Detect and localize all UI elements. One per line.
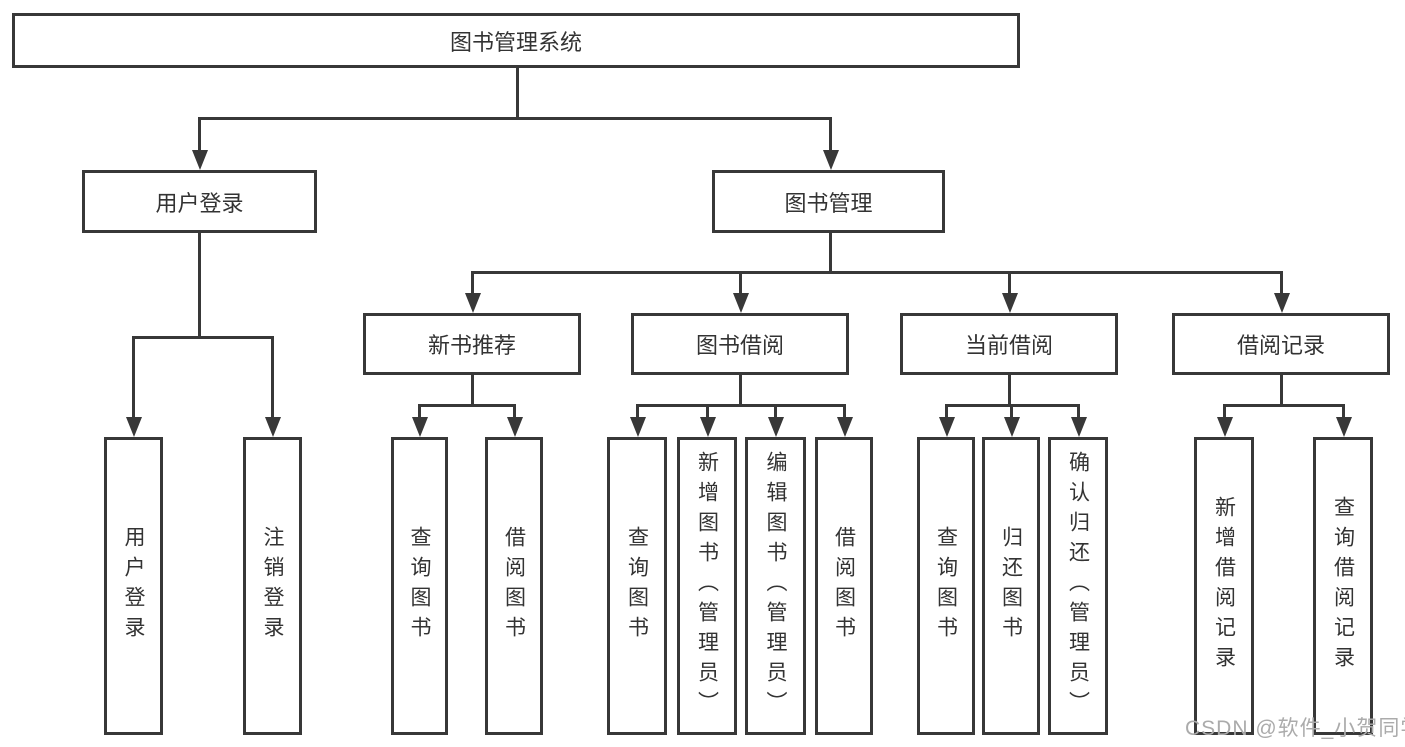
- arrow-to-br-query-record: [1342, 404, 1345, 417]
- node-bb-edit-book-admin: 编辑图书（管理员）: [745, 437, 806, 735]
- arrow-to-user-login-leaf: [132, 336, 135, 417]
- arrow-to-current-borrow: [1008, 271, 1011, 293]
- node-new-book-recommend: 新书推荐: [363, 313, 581, 375]
- node-book-management: 图书管理: [712, 170, 945, 233]
- node-logout: 注销登录: [243, 437, 302, 735]
- node-current-borrow: 当前借阅: [900, 313, 1118, 375]
- arrow-to-nb-borrow-books: [513, 404, 516, 417]
- node-bb-add-book-admin: 新增图书（管理员）: [677, 437, 737, 735]
- node-label: 图书管理: [784, 190, 873, 216]
- node-br-add-record: 新增借阅记录: [1194, 437, 1254, 735]
- node-cb-query-books: 查询图书: [917, 437, 975, 735]
- node-cb-confirm-return-admin: 确认归还（管理员）: [1048, 437, 1108, 735]
- connector-user-login-rail: [132, 336, 274, 339]
- arrow-to-book-management: [829, 117, 832, 150]
- node-label: 当前借阅: [964, 333, 1053, 358]
- node-borrow-records: 借阅记录: [1172, 313, 1390, 375]
- node-bb-borrow-books: 借阅图书: [815, 437, 873, 735]
- arrow-to-bb-borrow-books: [843, 404, 846, 417]
- arrow-to-cb-confirm-return: [1077, 404, 1080, 417]
- node-bb-query-books: 查询图书: [607, 437, 667, 735]
- node-label: 查询图书: [408, 526, 431, 646]
- arrow-to-user-login: [198, 117, 201, 150]
- connector-borrow-records-stub: [1280, 375, 1283, 406]
- node-label: 查询借阅记录: [1331, 496, 1355, 676]
- connector-new-book-recommend-rail: [418, 404, 516, 407]
- node-label: 新增借阅记录: [1212, 496, 1236, 676]
- connector-user-login-stub: [198, 233, 201, 338]
- node-user-login: 用户登录: [82, 170, 317, 233]
- node-br-query-record: 查询借阅记录: [1313, 437, 1373, 735]
- arrow-to-bb-query-books: [636, 404, 639, 417]
- node-label: 归还图书: [999, 526, 1023, 646]
- node-book-borrow: 图书借阅: [631, 313, 849, 375]
- connector-book-borrow-stub: [739, 375, 742, 406]
- node-label: 图书管理系统: [449, 29, 582, 55]
- node-label: 新增图书（管理员）: [695, 451, 719, 721]
- connector-book-management-stub: [829, 233, 832, 273]
- arrow-to-cb-query-books: [945, 404, 948, 417]
- connector-new-book-recommend-stub: [471, 375, 474, 406]
- connector-root-stub: [516, 68, 519, 120]
- node-nb-query-books: 查询图书: [391, 437, 448, 735]
- watermark-text: CSDN @软件_小贺同学: [1185, 717, 1405, 740]
- connector-borrow-records-rail: [1223, 404, 1345, 407]
- node-user-login-leaf: 用户登录: [104, 437, 163, 735]
- arrow-to-br-add-record: [1223, 404, 1226, 417]
- node-label: 查询图书: [934, 526, 958, 646]
- connector-book-borrow-rail: [636, 404, 846, 407]
- arrow-to-borrow-records: [1280, 271, 1283, 293]
- node-label: 编辑图书（管理员）: [764, 451, 787, 721]
- arrow-to-bb-edit-book: [774, 404, 777, 417]
- node-label: 借阅记录: [1236, 333, 1325, 358]
- arrow-to-nb-query-books: [418, 404, 421, 417]
- node-nb-borrow-books: 借阅图书: [485, 437, 543, 735]
- node-label: 确认归还（管理员）: [1066, 451, 1090, 721]
- arrow-to-new-book-recommend: [471, 271, 474, 293]
- node-label: 用户登录: [155, 190, 244, 216]
- node-label: 图书借阅: [695, 333, 784, 358]
- node-label: 注销登录: [261, 526, 284, 646]
- arrow-to-cb-return-books: [1010, 404, 1013, 417]
- node-cb-return-books: 归还图书: [982, 437, 1040, 735]
- node-library-management-system: 图书管理系统: [12, 13, 1020, 68]
- node-label: 查询图书: [625, 526, 649, 646]
- node-label: 借阅图书: [832, 526, 856, 646]
- node-label: 新书推荐: [427, 333, 516, 358]
- connector-root-rail: [198, 117, 832, 120]
- arrow-to-book-borrow: [739, 271, 742, 293]
- node-label: 借阅图书: [502, 526, 526, 646]
- node-label: 用户登录: [122, 526, 145, 646]
- arrow-to-bb-add-book: [706, 404, 709, 417]
- arrow-to-logout: [271, 336, 274, 417]
- connector-current-borrow-stub: [1008, 375, 1011, 406]
- connector-book-management-rail: [471, 271, 1283, 274]
